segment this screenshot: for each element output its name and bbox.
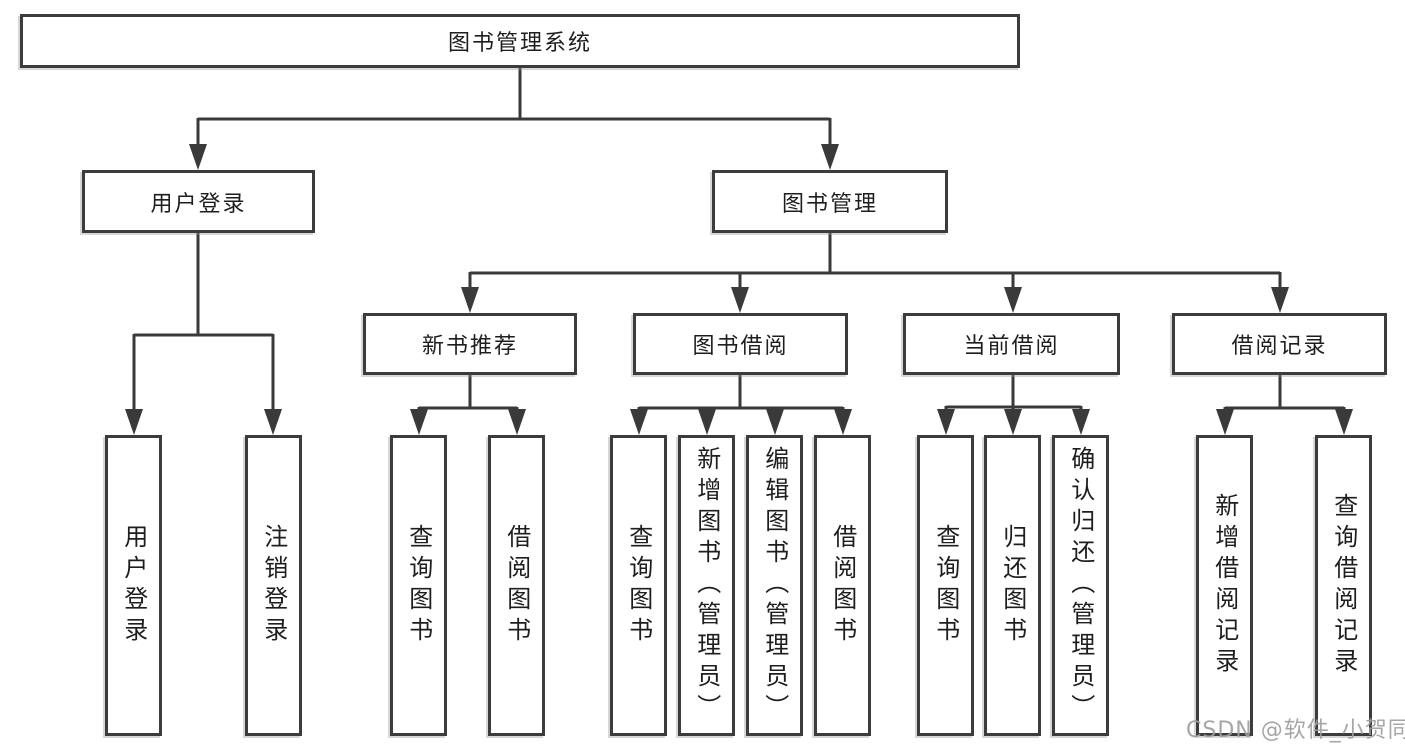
leaf-logout: 注销登录 <box>245 435 302 736</box>
leaf-query-books: 查询图书 <box>917 435 974 736</box>
leaf-borrow-books: 借阅图书 <box>488 435 545 736</box>
node-label: 图书借阅 <box>692 334 789 359</box>
leaf-label: 借阅图书 <box>828 523 857 648</box>
node-borrow-records: 借阅记录 <box>1172 313 1387 375</box>
node-current-borrow: 当前借阅 <box>903 313 1120 375</box>
node-new-book-recommend: 新书推荐 <box>363 313 577 375</box>
leaf-label: 新增图书（管理员） <box>692 446 721 725</box>
node-book-borrow: 图书借阅 <box>633 313 848 375</box>
leaf-borrow-books: 借阅图书 <box>814 435 871 736</box>
leaf-edit-books-admin: 编辑图书（管理员） <box>746 435 803 736</box>
leaf-label: 查询借阅记录 <box>1329 492 1358 679</box>
leaf-label: 查询图书 <box>404 523 433 648</box>
node-label: 图书管理 <box>781 191 878 217</box>
node-user-login-branch: 用户登录 <box>82 170 315 233</box>
leaf-add-borrow-record: 新增借阅记录 <box>1196 435 1253 736</box>
node-book-mgmt-branch: 图书管理 <box>712 170 948 233</box>
leaf-label: 编辑图书（管理员） <box>760 446 789 725</box>
leaf-query-books: 查询图书 <box>390 435 447 736</box>
leaf-label: 查询图书 <box>624 523 653 648</box>
node-label: 用户登录 <box>150 191 247 217</box>
leaf-query-books: 查询图书 <box>610 435 667 736</box>
node-label: 新书推荐 <box>421 334 518 359</box>
node-label: 借阅记录 <box>1231 334 1328 359</box>
leaf-label: 归还图书 <box>998 523 1027 648</box>
leaf-label: 新增借阅记录 <box>1210 492 1239 679</box>
leaf-return-books: 归还图书 <box>984 435 1041 736</box>
leaf-label: 用户登录 <box>119 523 148 648</box>
leaf-label: 确认归还（管理员） <box>1066 446 1095 725</box>
leaf-user-login: 用户登录 <box>105 435 162 736</box>
leaf-label: 查询图书 <box>931 523 960 648</box>
node-label: 当前借阅 <box>963 334 1060 359</box>
node-root: 图书管理系统 <box>20 14 1020 68</box>
leaf-label: 借阅图书 <box>502 523 531 648</box>
leaf-add-books-admin: 新增图书（管理员） <box>678 435 735 736</box>
leaf-query-borrow-record: 查询借阅记录 <box>1315 435 1372 736</box>
leaf-confirm-return-admin: 确认归还（管理员） <box>1052 435 1109 736</box>
csdn-watermark: CSDN @软件_小贺同学 <box>1186 718 1405 743</box>
arrowheads <box>125 144 1353 435</box>
leaf-label: 注销登录 <box>259 523 288 648</box>
node-root-label: 图书管理系统 <box>447 31 592 56</box>
